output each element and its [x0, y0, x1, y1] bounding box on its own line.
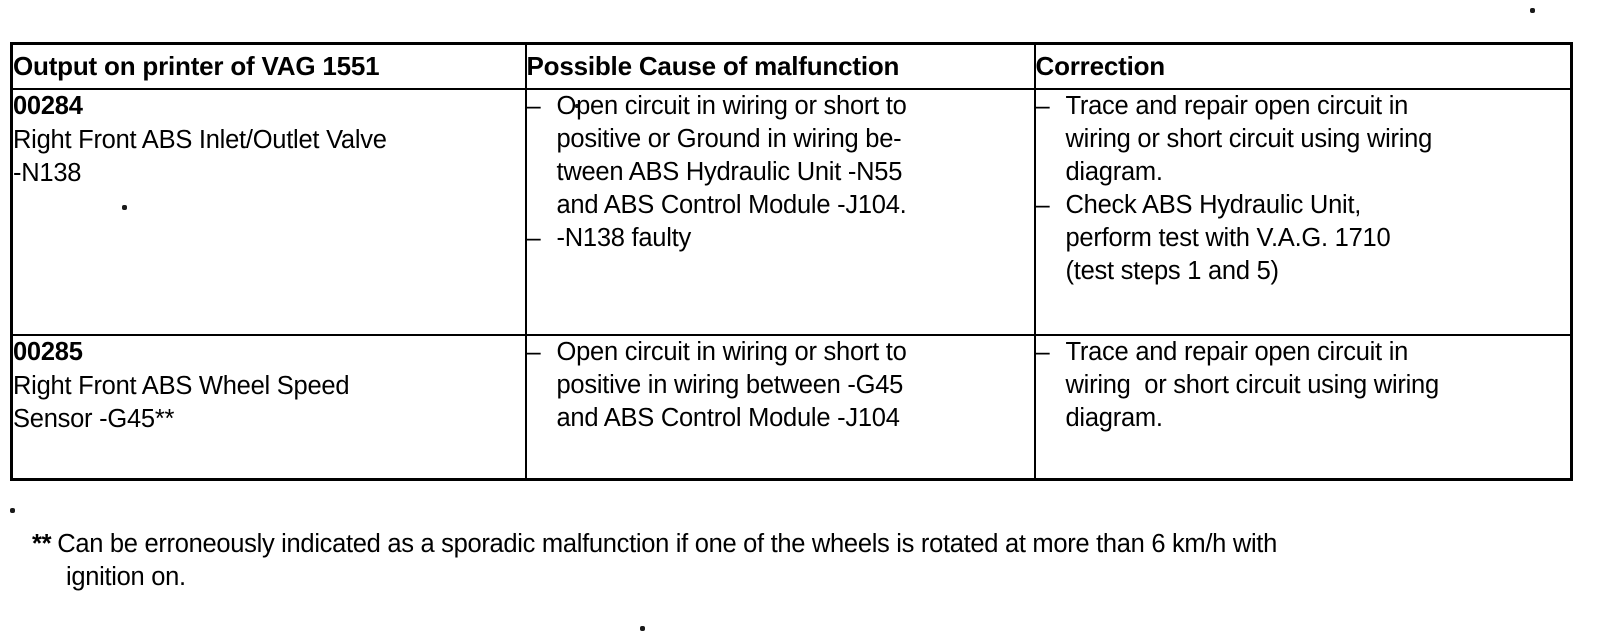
footnote-text-1: Can be erroneously indicated as a sporad…: [57, 530, 1277, 558]
table-body: 00284 Right Front ABS Inlet/Outlet Valve…: [10, 88, 1573, 481]
correction-list-item: Check ABS Hydraulic Unit, perform test w…: [1036, 189, 1571, 288]
cause-line: positive in wiring between -G45: [556, 371, 904, 399]
cell-fault-code-output: 00284 Right Front ABS Inlet/Outlet Valve…: [10, 88, 527, 336]
correction-line: diagram.: [1065, 404, 1163, 432]
fault-description-line: Sensor -G45**: [13, 405, 175, 433]
correction-line: (test steps 1 and 5): [1065, 257, 1280, 285]
table-header: Output on printer of VAG 1551 Possible C…: [10, 42, 1573, 90]
column-header-correction: Correction: [1033, 42, 1573, 90]
fault-description-line: -N138: [13, 159, 82, 187]
cause-list: Open circuit in wiring or short to posit…: [527, 336, 1034, 435]
cell-fault-code-output: 00285 Right Front ABS Wheel Speed Sensor…: [10, 334, 527, 481]
cause-line: and ABS Control Module -J104.: [556, 191, 907, 219]
fault-code-table: Output on printer of VAG 1551 Possible C…: [10, 42, 1573, 481]
cause-line: -N138 faulty: [556, 224, 692, 252]
cause-list: Open circuit in wiring or short to posit…: [527, 90, 1034, 255]
scan-speck: [10, 508, 15, 513]
cell-possible-cause: Open circuit in wiring or short to posit…: [524, 334, 1036, 481]
correction-line: wiring or short circuit using wiring: [1065, 371, 1440, 399]
cell-possible-cause: Open circuit in wiring or short to posit…: [524, 88, 1036, 336]
fault-code: 00284: [13, 92, 83, 120]
correction-line: wiring or short circuit using wiring: [1065, 125, 1433, 153]
table-row: 00284 Right Front ABS Inlet/Outlet Valve…: [10, 88, 1573, 336]
cause-list-item: Open circuit in wiring or short to posit…: [527, 90, 1034, 222]
footnote: **Can be erroneously indicated as a spor…: [32, 528, 1577, 594]
footnote-marker: **: [32, 530, 52, 558]
table-header-row: Output on printer of VAG 1551 Possible C…: [10, 42, 1573, 90]
footnote-line-2: ignition on.: [66, 563, 186, 591]
table-row: 00285 Right Front ABS Wheel Speed Sensor…: [10, 334, 1573, 481]
scan-speck: [640, 626, 645, 631]
cause-line: and ABS Control Module -J104: [556, 404, 900, 432]
correction-line: Trace and repair open circuit in: [1065, 338, 1409, 366]
cause-list-item: Open circuit in wiring or short to posit…: [527, 336, 1034, 435]
correction-line: perform test with V.A.G. 1710: [1065, 224, 1391, 252]
cause-line: tween ABS Hydraulic Unit -N55: [556, 158, 903, 186]
correction-line: diagram.: [1065, 158, 1163, 186]
column-header-possible-cause: Possible Cause of malfunction: [524, 42, 1036, 90]
footnote-line-1: **Can be erroneously indicated as a spor…: [32, 528, 1577, 561]
correction-list-item: Trace and repair open circuit in wiring …: [1036, 90, 1571, 189]
fault-description-line: Right Front ABS Wheel Speed: [13, 372, 350, 400]
column-header-output: Output on printer of VAG 1551: [10, 42, 527, 90]
correction-list: Trace and repair open circuit in wiring …: [1036, 336, 1571, 435]
correction-list: Trace and repair open circuit in wiring …: [1036, 90, 1571, 288]
fault-description-line: Right Front ABS Inlet/Outlet Valve: [13, 126, 387, 154]
correction-list-item: Trace and repair open circuit in wiring …: [1036, 336, 1571, 435]
cause-line: Open circuit in wiring or short to: [556, 338, 907, 366]
scan-speck: [1530, 8, 1535, 13]
cell-correction: Trace and repair open circuit in wiring …: [1033, 334, 1573, 481]
cause-list-item: -N138 faulty: [527, 222, 1034, 255]
cell-correction: Trace and repair open circuit in wiring …: [1033, 88, 1573, 336]
fault-code: 00285: [13, 338, 83, 366]
correction-line: Trace and repair open circuit in: [1065, 92, 1409, 120]
cause-line: Open circuit in wiring or short to: [556, 92, 907, 120]
correction-line: Check ABS Hydraulic Unit,: [1065, 191, 1362, 219]
cause-line: positive or Ground in wiring be-: [556, 125, 902, 153]
